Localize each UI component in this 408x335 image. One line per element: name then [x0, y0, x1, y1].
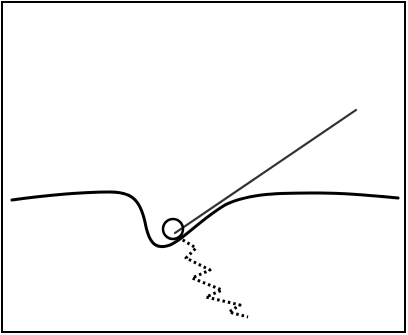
needle-line	[175, 110, 356, 233]
surface-curve	[12, 192, 398, 247]
dotted-zigzag	[178, 237, 248, 317]
